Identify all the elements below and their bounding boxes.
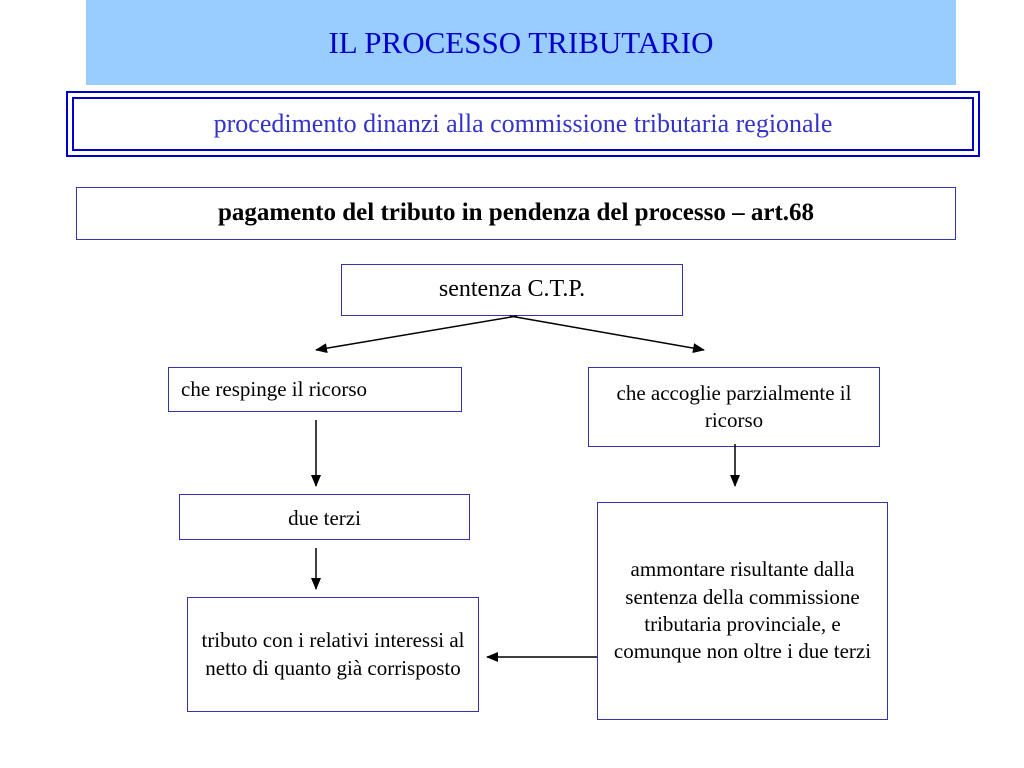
- arrow-root-to-right: [509, 315, 705, 354]
- final-node: tributo con i relativi interessi al nett…: [187, 597, 479, 712]
- subtitle-inner-frame: procedimento dinanzi alla commissione tr…: [72, 97, 974, 151]
- right-result-text: ammontare risultante dalla sentenza dell…: [613, 557, 872, 664]
- root-node-text: sentenza C.T.P.: [438, 276, 586, 303]
- subtitle-frame: procedimento dinanzi alla commissione tr…: [66, 91, 980, 157]
- section-heading-text: pagamento del tributo in pendenza del pr…: [217, 199, 815, 227]
- title-band: IL PROCESSO TRIBUTARIO: [86, 0, 956, 85]
- left-result-node: due terzi: [179, 494, 470, 540]
- root-node: sentenza C.T.P.: [341, 264, 683, 316]
- left-result-text: due terzi: [288, 506, 361, 530]
- branch-right-node: che accoglie parzialmente il ricorso: [588, 367, 880, 447]
- final-text: tributo con i relativi interessi al nett…: [201, 628, 465, 680]
- branch-left-text: che respinge il ricorso: [181, 376, 368, 401]
- arrow-root-to-left: [315, 315, 518, 354]
- right-result-node: ammontare risultante dalla sentenza dell…: [597, 502, 888, 720]
- section-heading: pagamento del tributo in pendenza del pr…: [76, 187, 956, 240]
- branch-right-text: che accoglie parzialmente il ricorso: [616, 380, 852, 432]
- page-title: IL PROCESSO TRIBUTARIO: [328, 24, 714, 60]
- branch-left-node: che respinge il ricorso: [168, 367, 462, 412]
- page-subtitle: procedimento dinanzi alla commissione tr…: [213, 109, 833, 138]
